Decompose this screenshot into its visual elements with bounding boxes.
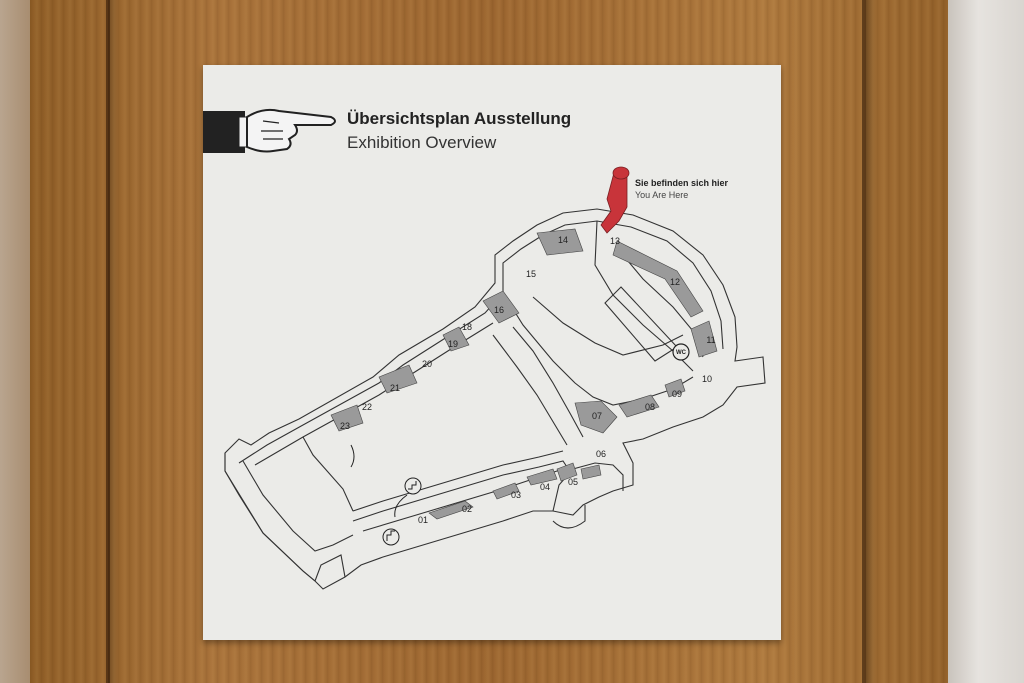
floor-plan-drawing: WC 01 02 03 04 05 06 07 08 09 10 11 12 13 14 15 16 18 19 2… xyxy=(203,108,766,590)
room-number-09: 09 xyxy=(672,389,682,399)
room-number-10: 10 xyxy=(702,374,712,384)
door-panel-shadow xyxy=(866,0,876,683)
room-number-18: 18 xyxy=(462,322,472,332)
room-number-21: 21 xyxy=(390,383,400,393)
stairs-arrow xyxy=(350,444,355,468)
wall-right xyxy=(948,0,1024,683)
room-number-20: 20 xyxy=(422,359,432,369)
room-number-04: 04 xyxy=(540,482,550,492)
wall-left xyxy=(0,0,30,683)
door-panel-shadow xyxy=(108,0,118,683)
room-number-14: 14 xyxy=(558,235,568,245)
room-number-16: 16 xyxy=(494,305,504,315)
building-outline xyxy=(224,208,766,590)
pointing-hand-icon xyxy=(203,108,336,153)
room-number-06: 06 xyxy=(596,449,606,459)
room-number-labels: 01 02 03 04 05 06 07 08 09 10 11 12 13 14 15 16 18 19 20 21… xyxy=(340,235,716,525)
room-number-12: 12 xyxy=(670,277,680,287)
room-number-03: 03 xyxy=(511,490,521,500)
room-number-11: 11 xyxy=(706,335,715,345)
room-number-19: 19 xyxy=(448,339,458,349)
room-number-15: 15 xyxy=(526,269,536,279)
stairs-icon xyxy=(394,477,422,518)
room-number-13: 13 xyxy=(610,236,620,246)
exhibit-rooms xyxy=(330,228,718,520)
stairs-icon xyxy=(382,528,400,546)
sign-title-english: Exhibition Overview xyxy=(347,133,497,152)
you-are-here-label-german: Sie befinden sich hier xyxy=(635,178,729,188)
you-are-here-label-english: You Are Here xyxy=(635,190,689,200)
wc-icon: WC xyxy=(672,343,690,361)
room-number-07: 07 xyxy=(592,411,602,421)
door-panel-seam xyxy=(106,0,110,683)
sign-title-german: Übersichtsplan Ausstellung xyxy=(347,109,572,128)
door-panel-seam xyxy=(862,0,866,683)
room-number-01: 01 xyxy=(418,515,428,525)
room-number-23: 23 xyxy=(340,421,350,431)
exhibition-map-sign: WC 01 02 03 04 05 06 07 08 09 10 11 12 13 14 15 16 18 19 2… xyxy=(203,65,781,640)
room-number-08: 08 xyxy=(645,402,655,412)
room-number-02: 02 xyxy=(462,504,472,514)
you-are-here-marker-icon xyxy=(600,166,630,234)
wc-label: WC xyxy=(676,350,687,356)
room-number-05: 05 xyxy=(568,477,578,487)
room-number-22: 22 xyxy=(362,402,372,412)
